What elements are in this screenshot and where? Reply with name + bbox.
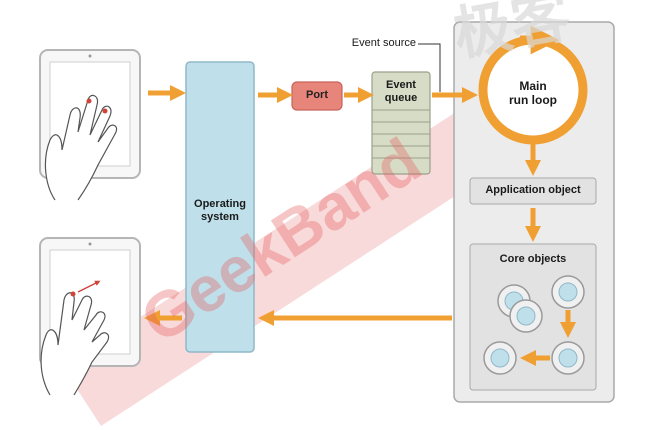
main-run-loop: [478, 25, 588, 145]
port-label: Port: [306, 89, 328, 101]
operating-system-label: Operating system: [194, 198, 246, 223]
main-run-loop-label: Main run loop: [509, 79, 557, 107]
event-queue-box: [371, 71, 431, 175]
event-source-pointer: [418, 43, 441, 92]
event-source-label: Event source: [351, 37, 416, 49]
core-object-icon: [509, 299, 543, 333]
core-objects-label: Core objects: [499, 253, 567, 265]
operating-system-box: [185, 61, 255, 353]
application-object-label: Application object: [485, 184, 581, 196]
flow-arrows: [143, 84, 577, 367]
core-object-icon: [551, 275, 585, 309]
tablet-touch-icon: [39, 49, 141, 201]
core-object-icon: [483, 341, 517, 375]
application-object-box: [469, 177, 597, 205]
tablet-swipe-icon: [39, 237, 141, 396]
event-queue-label: Event queue: [384, 79, 418, 104]
watermark-text: GeekBand: [128, 124, 433, 357]
core-object-icon: [551, 341, 585, 375]
